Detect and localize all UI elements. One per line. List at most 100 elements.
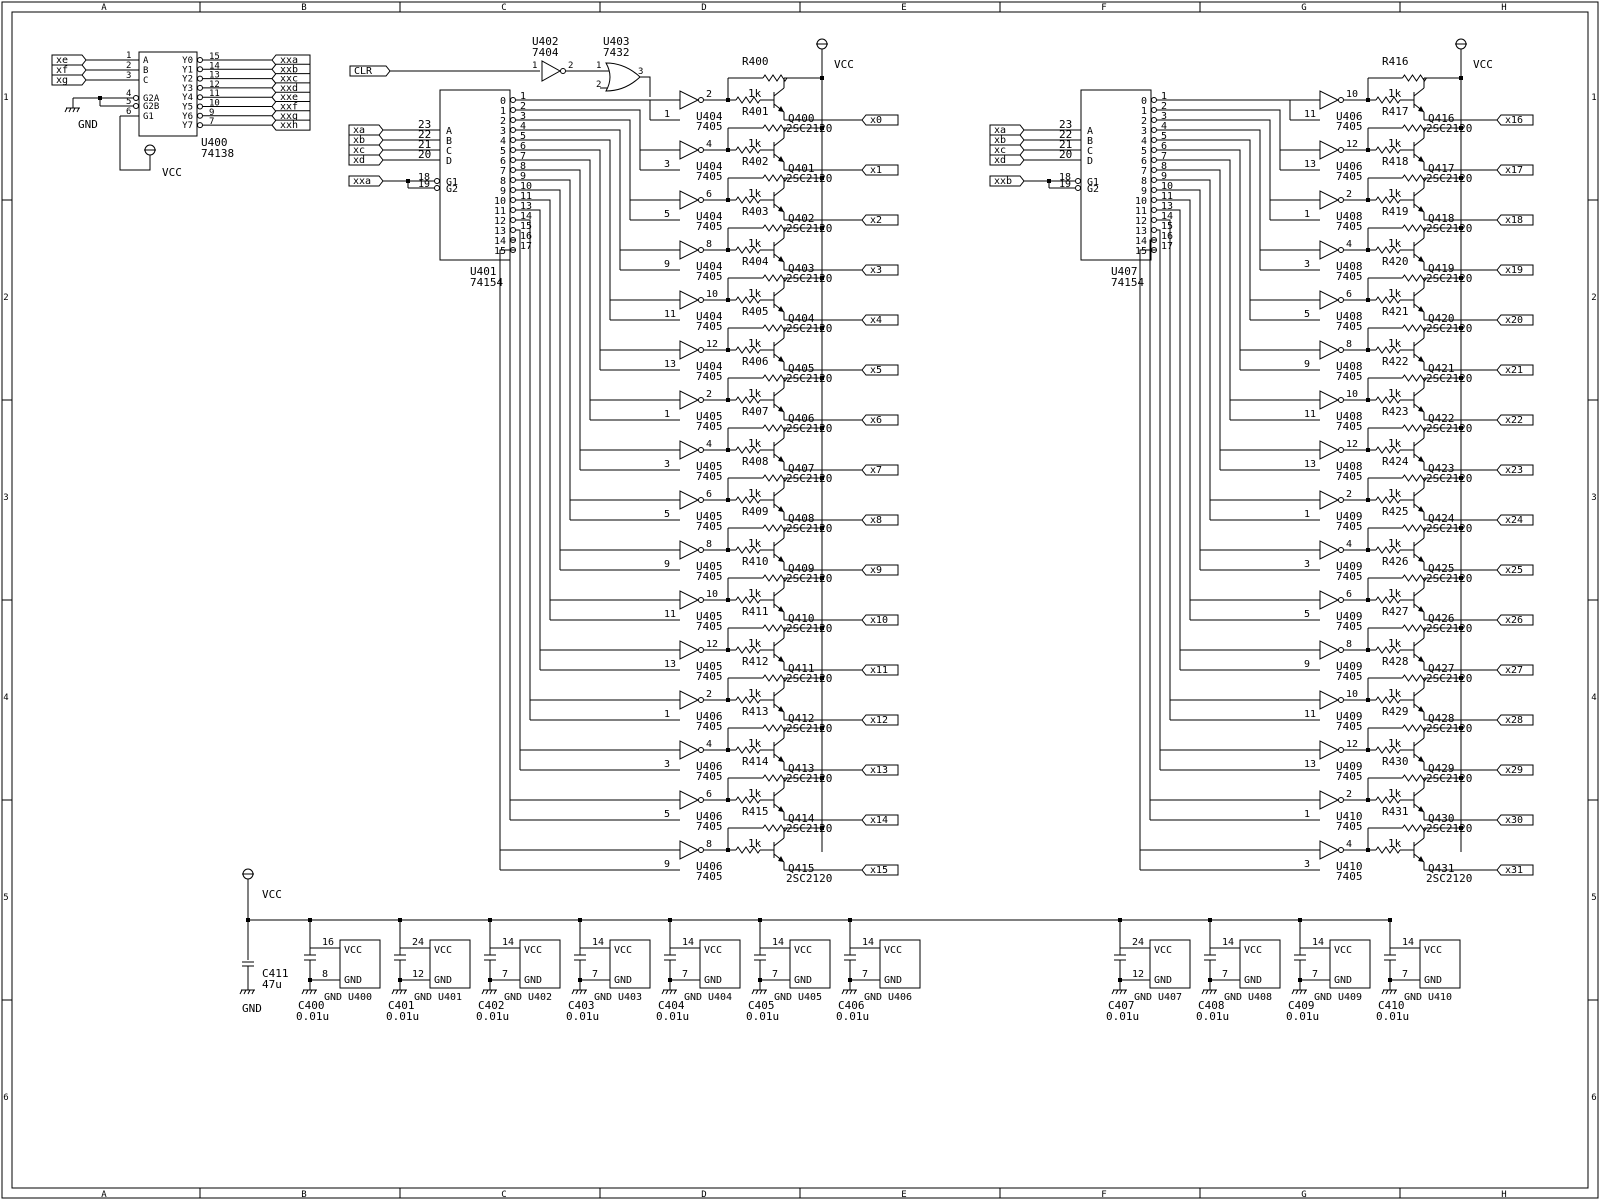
buffer-pin-number: 1 (1304, 809, 1310, 820)
decoder-part-number: 74154 (1111, 276, 1144, 289)
decoder-output-bus (516, 139, 611, 320)
u400-pin-number: 11 (209, 89, 220, 99)
inversion-bubble (698, 847, 704, 853)
inversion-bubble (698, 697, 704, 703)
transistor-arrow (1418, 806, 1424, 812)
resistor (762, 374, 788, 382)
gnd-hatch (1209, 989, 1213, 995)
ic-vcc-label: VCC (1424, 945, 1442, 956)
transistor-reference: Q424 (1428, 512, 1455, 525)
transistor-collector (773, 187, 785, 197)
buffer-pin-number: 6 (1346, 589, 1352, 600)
resistor-reference: R417 (1382, 105, 1409, 118)
resistor (1402, 574, 1427, 582)
net-label: x7 (870, 465, 882, 476)
net-label: xa (353, 125, 365, 136)
decoder-pin-name: 3 (500, 126, 506, 137)
inversion-bubble (1338, 347, 1344, 353)
resistor-value: 1k (1388, 187, 1402, 200)
column-label-top: D (701, 3, 706, 13)
decoder-pin-number: 18 (1059, 172, 1071, 183)
buffer-part-number: 7405 (696, 870, 723, 883)
resistor-value: 1k (748, 637, 762, 650)
inversion-bubble (1338, 647, 1344, 653)
transistor-collector (773, 287, 785, 297)
inversion-bubble (1075, 185, 1081, 191)
transistor-arrow (778, 506, 784, 512)
ic-power-box (609, 939, 651, 989)
u400-pin-name: Y5 (182, 103, 193, 113)
inversion-bubble (1151, 127, 1157, 133)
buffer-part-number: 7405 (1336, 770, 1363, 783)
decoder-pin-name: 6 (500, 156, 506, 167)
transistor-collector (1413, 287, 1425, 297)
gnd-hatch (1385, 989, 1389, 995)
column-label-top: C (501, 3, 506, 13)
decoder-pin-name: C (1087, 146, 1093, 157)
net-label: x4 (870, 315, 882, 326)
u400-part-number: 74138 (201, 147, 234, 160)
gnd-hatch (301, 989, 305, 995)
decoder-pin-name: G2 (1087, 184, 1099, 195)
ic-vcc-label: VCC (614, 945, 632, 956)
resistor (762, 224, 788, 232)
resistor (1402, 674, 1427, 682)
resistor-value: 1k (748, 737, 762, 750)
net-flag (271, 91, 311, 103)
buffer-pin-number: 10 (706, 589, 718, 600)
decoder-pin-number: 16 (520, 231, 532, 242)
decoder-pin-name: 10 (1135, 196, 1147, 207)
buffer-pin-number: 9 (1304, 359, 1310, 370)
ic-gnd-label: GND (614, 975, 632, 986)
decoder-pin-number: 23 (418, 118, 431, 131)
gnd-hatch (239, 989, 243, 995)
decoder-pin-name: D (446, 156, 452, 167)
ic-power-box (1329, 939, 1371, 989)
net-flag (861, 414, 899, 426)
transistor-collector (1413, 437, 1425, 447)
transistor-reference: Q431 (1428, 862, 1455, 875)
inversion-bubble (698, 297, 704, 303)
net-label: xb (353, 135, 365, 146)
inversion-bubble (1338, 297, 1344, 303)
decoder-pin-number: 11 (1161, 191, 1173, 202)
u400-reference: U400 (201, 136, 228, 149)
buffer-gate (1319, 540, 1340, 560)
decoder-pin-number: 14 (520, 211, 532, 222)
resistor-value: 1k (1388, 237, 1402, 250)
ic-gnd-pin-number: 7 (682, 969, 688, 980)
decoder-pin-name: 0 (1141, 96, 1147, 107)
decoder-pin-number: 9 (1161, 171, 1167, 182)
decoupling-cap-value: 0.01u (296, 1010, 329, 1023)
gnd-hatch (1123, 989, 1127, 995)
resistor (1375, 596, 1401, 604)
transistor-reference: Q406 (788, 412, 815, 425)
transistor-arrow (1418, 856, 1424, 862)
resistor (1375, 346, 1401, 354)
net-flag (989, 175, 1025, 187)
decoder-pin-number: 22 (418, 128, 431, 141)
ic-gnd-pin-number: 12 (1132, 969, 1144, 980)
inversion-bubble (698, 647, 704, 653)
decoder-output-bus (1157, 209, 1181, 670)
resistor (735, 446, 761, 454)
buffer-pin-number: 4 (1346, 239, 1352, 250)
gnd-label: GND (684, 992, 702, 1003)
resistor (762, 74, 788, 82)
decoder-output-bus (1157, 179, 1211, 520)
transistor-collector (1413, 687, 1425, 697)
resistor-value: 1k (1388, 137, 1402, 150)
transistor-reference: Q429 (1428, 762, 1455, 775)
buffer-reference: U405 (696, 610, 723, 623)
resistor (762, 524, 788, 532)
decoder-reference: U407 (1111, 265, 1138, 278)
buffer-reference: U406 (1336, 110, 1363, 123)
buffer-pin-number: 4 (706, 439, 712, 450)
decoder-output-bus (1157, 169, 1221, 470)
transistor-reference: Q423 (1428, 462, 1455, 475)
net-label: xb (994, 135, 1006, 146)
transistor-collector (773, 387, 785, 397)
gnd-hatch (305, 989, 309, 995)
decoder-output-bus (1157, 149, 1241, 370)
inversion-bubble (434, 178, 440, 184)
